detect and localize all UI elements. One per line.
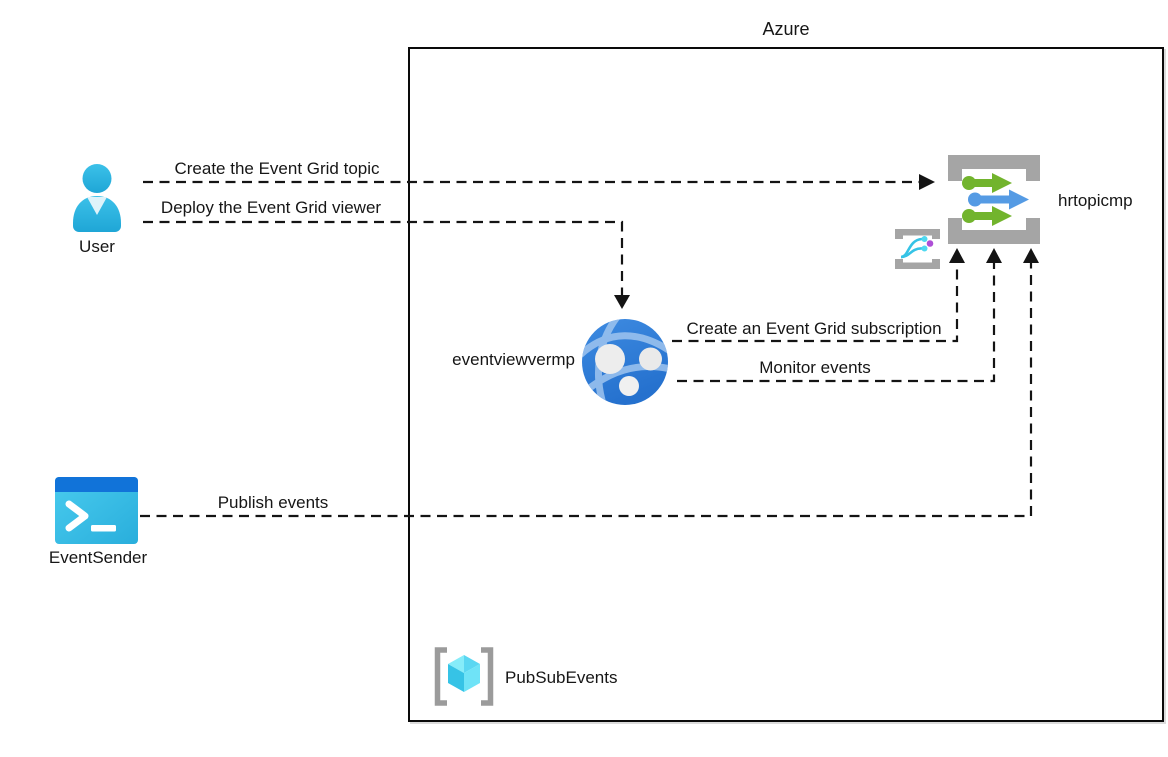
resource-group-node-label: PubSubEvents (505, 668, 618, 687)
web-app-globe-icon (582, 319, 668, 405)
event-grid-topic-icon (948, 155, 1040, 244)
topic-node-label: hrtopicmp (1058, 191, 1133, 210)
flow-monitor-events-line (677, 263, 996, 383)
resource-group-icon (434, 647, 494, 706)
flow-create-topic-arrowhead (919, 174, 935, 190)
flow-publish-events-line (140, 263, 1033, 518)
flow-deploy-viewer-label: Deploy the Event Grid viewer (160, 198, 382, 217)
flow-create-subscription-line (672, 263, 959, 343)
azure-boundary-label: Azure (762, 19, 810, 39)
flow-monitor-events-arrowhead (986, 248, 1002, 263)
user-node-label: User (79, 237, 115, 256)
flow-create-subscription-arrowhead (949, 248, 965, 263)
subscription-purple-dot (926, 240, 934, 247)
flow-monitor-events-label: Monitor events (759, 358, 871, 377)
topic-green-arrow-top (962, 173, 1012, 193)
event-sender-node-label: EventSender (48, 548, 148, 567)
flow-publish-events-arrowhead (1023, 248, 1039, 263)
terminal-icon (55, 477, 138, 544)
event-viewer-node-label: eventviewvermp (452, 350, 575, 369)
topic-blue-arrow-middle (968, 189, 1029, 210)
flow-deploy-viewer-line (143, 220, 624, 297)
azure-boundary-box (408, 47, 1164, 722)
resource-group-cube (448, 655, 480, 692)
event-grid-subscription-icon (895, 229, 940, 269)
flow-create-subscription-label: Create an Event Grid subscription (686, 319, 942, 338)
topic-green-arrow-bottom (962, 206, 1012, 226)
flow-create-topic-label: Create the Event Grid topic (174, 159, 380, 178)
flow-deploy-viewer-arrowhead (614, 295, 630, 309)
person-icon (73, 164, 121, 232)
flow-publish-events-label: Publish events (217, 493, 329, 512)
